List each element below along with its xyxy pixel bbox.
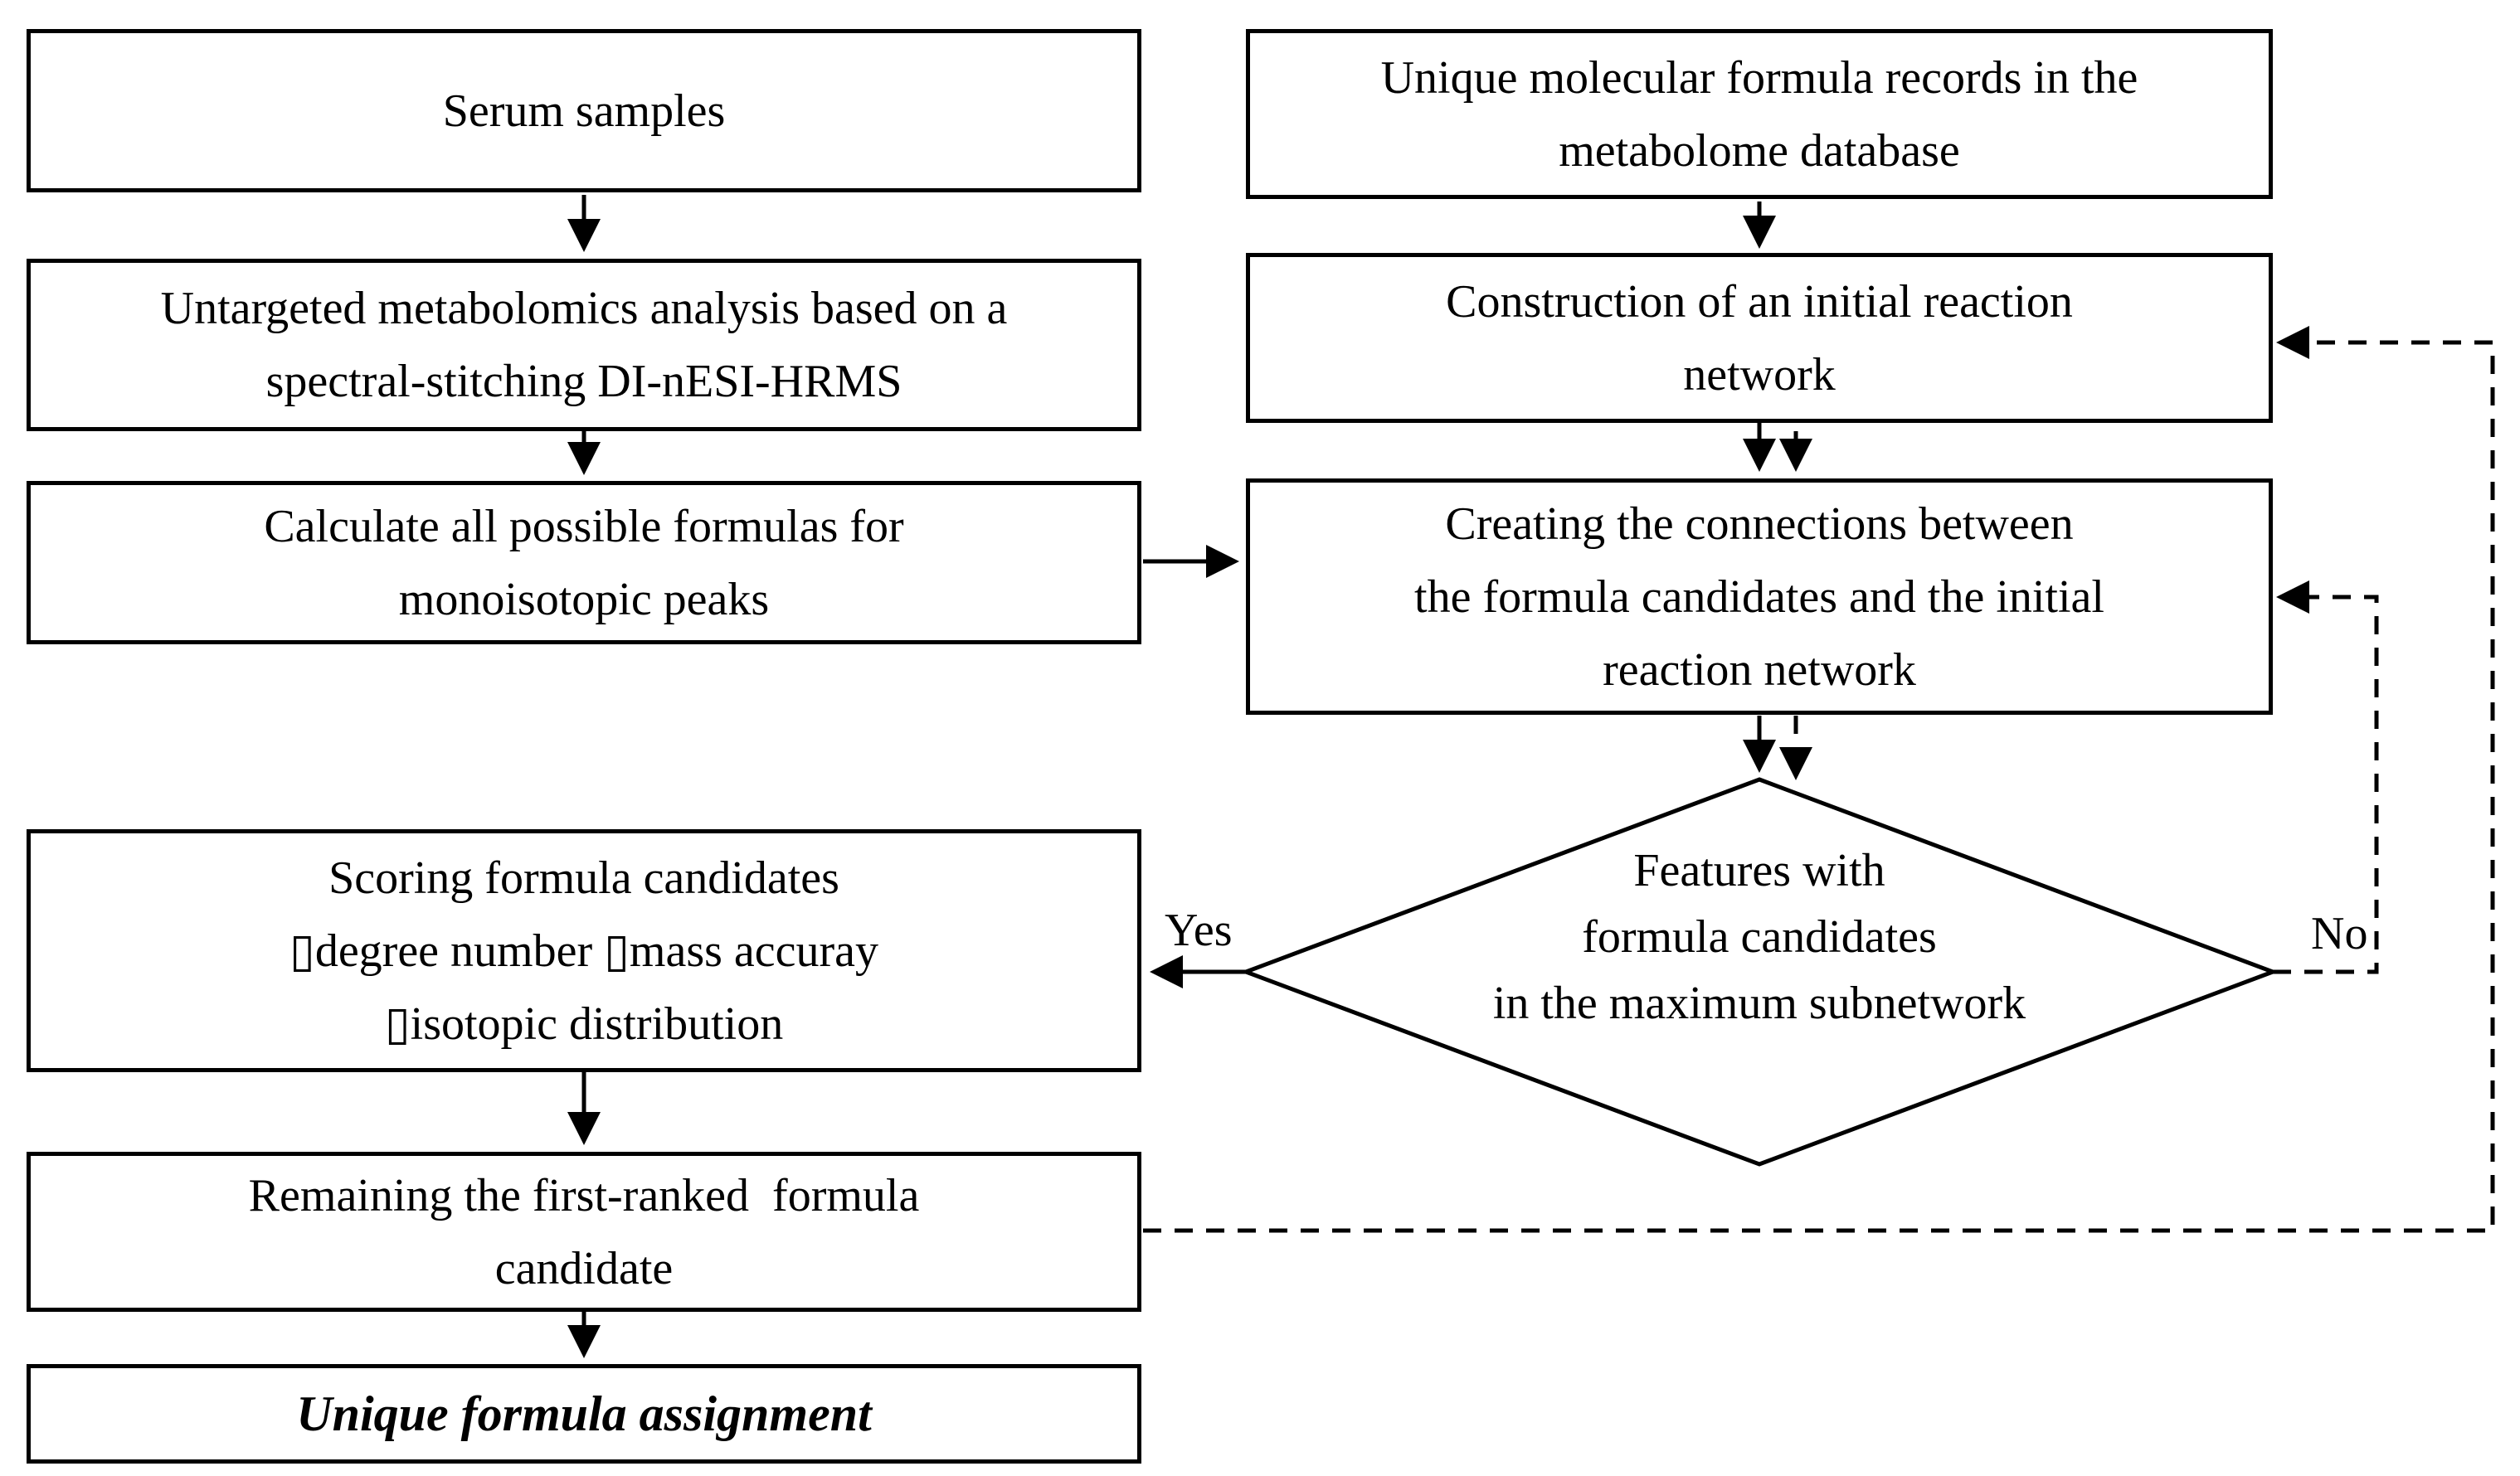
- node-text: Serum samples: [442, 85, 726, 137]
- node-text: candidate: [494, 1242, 674, 1294]
- node-scoring-candidates: Scoring formula candidates ▯degree numbe…: [27, 829, 1141, 1072]
- node-formula-records: Unique molecular formula records in the …: [1246, 29, 2273, 199]
- label-no: No: [2311, 908, 2368, 959]
- node-unique-formula-assignment: Unique formula assignment: [27, 1364, 1141, 1464]
- node-text: Untargeted metabolomics analysis based o…: [160, 283, 1008, 334]
- node-text: Calculate all possible formulas for: [264, 500, 904, 552]
- node-untargeted-analysis: Untargeted metabolomics analysis based o…: [27, 259, 1141, 431]
- node-text: reaction network: [1603, 643, 1916, 696]
- node-text: network: [1683, 348, 1836, 401]
- node-calculate-formulas: Calculate all possible formulas for mono…: [27, 481, 1141, 644]
- node-text: ▯degree number ▯mass accuray: [289, 925, 878, 977]
- decision-diamond-shape: [1239, 777, 2279, 1167]
- node-decision-features: Features with formula candidates in the …: [1246, 838, 2273, 1037]
- label-yes: Yes: [1165, 905, 1233, 956]
- node-text: Unique formula assignment: [296, 1386, 872, 1441]
- node-text: monoisotopic peaks: [398, 573, 770, 625]
- node-remaining-first-ranked: Remaining the first-ranked formula candi…: [27, 1152, 1141, 1312]
- node-text: Features with: [1633, 845, 1885, 896]
- node-text: metabolome database: [1559, 124, 1960, 177]
- edge-decision-no-to-creating: [2273, 580, 2379, 974]
- edge-remaining-to-construction-loop: [1143, 326, 2495, 1233]
- node-text: the formula candidates and the initial: [1414, 570, 2104, 623]
- node-text: Creating the connections between: [1445, 498, 2074, 550]
- node-text: in the maximum subnetwork: [1492, 978, 2026, 1029]
- node-text: Remaining the first-ranked formula: [248, 1169, 920, 1221]
- node-text: formula candidates: [1582, 911, 1937, 963]
- node-text: Unique molecular formula records in the: [1380, 51, 2138, 104]
- node-serum-samples: Serum samples: [27, 29, 1141, 192]
- node-creating-connections: Creating the connections between the for…: [1246, 478, 2273, 715]
- node-construction-network: Construction of an initial reaction netw…: [1246, 253, 2273, 423]
- node-text: Construction of an initial reaction: [1446, 275, 2073, 328]
- node-text: ▯isotopic distribution: [384, 998, 784, 1050]
- node-text: Scoring formula candidates: [328, 852, 839, 904]
- node-text: spectral-stitching DI-nESI-HRMS: [265, 356, 902, 407]
